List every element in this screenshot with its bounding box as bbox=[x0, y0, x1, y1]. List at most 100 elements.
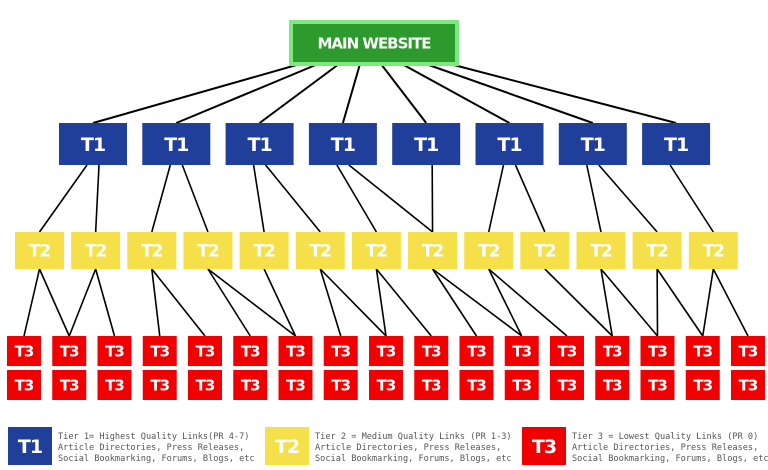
edge-t2-to-t3 bbox=[207, 268, 251, 337]
edge-t2-to-t3 bbox=[207, 268, 296, 337]
t3-node-box bbox=[731, 370, 765, 400]
edge-t1-to-t2 bbox=[586, 164, 602, 233]
t3-node: T3 bbox=[188, 336, 222, 366]
t3-node: T3 bbox=[459, 336, 494, 366]
t2-node: T2 bbox=[464, 232, 514, 269]
t1-node-label: T1 bbox=[581, 134, 605, 156]
edge-layer bbox=[23, 63, 749, 337]
t2-node: T2 bbox=[688, 232, 738, 269]
t2-node-label: T2 bbox=[478, 242, 500, 262]
t1-node: T1 bbox=[59, 123, 127, 165]
t1-node-box bbox=[59, 123, 127, 165]
edge-t1-to-t2 bbox=[348, 164, 434, 233]
t3-node-box bbox=[97, 336, 132, 366]
t3-node: T3 bbox=[731, 370, 765, 400]
edge-t1-to-t2 bbox=[252, 164, 265, 233]
main-website-node: MAIN WEBSITE bbox=[289, 20, 459, 66]
t1-node-box bbox=[558, 123, 627, 165]
edge-t2-to-t3 bbox=[375, 268, 432, 337]
t2-node-box bbox=[408, 232, 458, 269]
t3-node-box bbox=[142, 336, 177, 366]
t3-node: T3 bbox=[7, 336, 41, 366]
legend-description-line: Article Directories, Press Releases, bbox=[315, 443, 501, 453]
edge-root-to-t1 bbox=[425, 63, 594, 124]
t3-node-box bbox=[369, 370, 403, 400]
t3-node: T3 bbox=[52, 336, 87, 366]
t2-node: T2 bbox=[632, 232, 682, 269]
t2-node-label: T2 bbox=[85, 242, 107, 262]
edge-t1-to-t2 bbox=[94, 164, 100, 233]
t2-node-label: T2 bbox=[253, 242, 275, 262]
t3-node-label: T3 bbox=[241, 376, 260, 394]
edge-t2-to-t3 bbox=[600, 268, 659, 337]
edge-t2-to-t3 bbox=[432, 268, 523, 337]
t1-node-label: T1 bbox=[497, 134, 521, 156]
t2-node-box bbox=[464, 232, 514, 269]
t3-node-box bbox=[414, 370, 449, 400]
t3-node-label: T3 bbox=[60, 376, 79, 394]
edge-root-to-t1 bbox=[175, 63, 319, 124]
t2-node: T2 bbox=[183, 232, 233, 269]
t3-node: T3 bbox=[369, 370, 403, 400]
t2-node: T2 bbox=[239, 232, 289, 269]
t1-node-box bbox=[142, 123, 211, 165]
t3-node-label: T3 bbox=[467, 342, 486, 360]
t1-node-box bbox=[642, 123, 711, 165]
main-website-node-label: MAIN WEBSITE bbox=[318, 34, 432, 52]
t3-node: T3 bbox=[97, 370, 132, 400]
t3-node-label: T3 bbox=[286, 376, 305, 394]
t1-node-label: T1 bbox=[331, 134, 355, 156]
t2-node-label: T2 bbox=[703, 242, 725, 262]
edge-t2-to-t3 bbox=[151, 268, 206, 337]
t3-node: T3 bbox=[550, 336, 584, 366]
edge-t1-to-t2 bbox=[598, 164, 658, 233]
t3-node-box bbox=[142, 370, 177, 400]
t3-node: T3 bbox=[731, 336, 765, 366]
t3-node: T3 bbox=[369, 336, 403, 366]
t2-node-box bbox=[351, 232, 401, 269]
edge-t2-to-t3 bbox=[263, 268, 297, 337]
t1-node-label: T1 bbox=[414, 134, 438, 156]
t3-node-label: T3 bbox=[693, 342, 712, 360]
edge-t2-to-t3 bbox=[431, 268, 478, 337]
t1-node: T1 bbox=[475, 123, 544, 165]
t3-node-box bbox=[504, 370, 539, 400]
legend-description-line: Article Directories, Press Releases, bbox=[572, 443, 758, 453]
t2-node-label: T2 bbox=[590, 242, 612, 262]
t3-node: T3 bbox=[640, 370, 675, 400]
t3-node-label: T3 bbox=[15, 376, 34, 394]
legend-description-line: Article Directories, Press Releases, bbox=[58, 443, 244, 453]
t3-node-box bbox=[685, 370, 720, 400]
t3-node-box bbox=[640, 336, 675, 366]
edge-t1-to-t2 bbox=[336, 164, 378, 233]
edge-root-to-t1 bbox=[449, 63, 677, 124]
t2-node: T2 bbox=[351, 232, 401, 269]
t2-node: T2 bbox=[295, 232, 345, 269]
t3-node-box bbox=[414, 336, 449, 366]
t3-node: T3 bbox=[323, 336, 358, 366]
t3-node-box bbox=[459, 336, 494, 366]
edge-t2-to-t3 bbox=[319, 268, 342, 337]
t1-node: T1 bbox=[642, 123, 711, 165]
t3-node-label: T3 bbox=[422, 342, 441, 360]
t3-node-box bbox=[323, 370, 358, 400]
t2-node-label: T2 bbox=[646, 242, 668, 262]
legend-description-line: Social Bookmarking, Forums, Blogs, etc bbox=[58, 454, 255, 464]
t3-node-label: T3 bbox=[286, 342, 305, 360]
edge-t2-to-t3 bbox=[488, 268, 568, 337]
t3-node-box bbox=[233, 370, 268, 400]
edge-t2-to-t3 bbox=[68, 268, 97, 337]
t1-node-box bbox=[392, 123, 461, 165]
t3-node-label: T3 bbox=[422, 376, 441, 394]
edge-t2-to-t3 bbox=[712, 268, 749, 337]
t1-node-label: T1 bbox=[664, 134, 688, 156]
t3-node-box bbox=[685, 336, 720, 366]
legend-badge-box bbox=[522, 427, 566, 465]
t3-node-label: T3 bbox=[739, 342, 758, 360]
t2-node-box bbox=[576, 232, 626, 269]
